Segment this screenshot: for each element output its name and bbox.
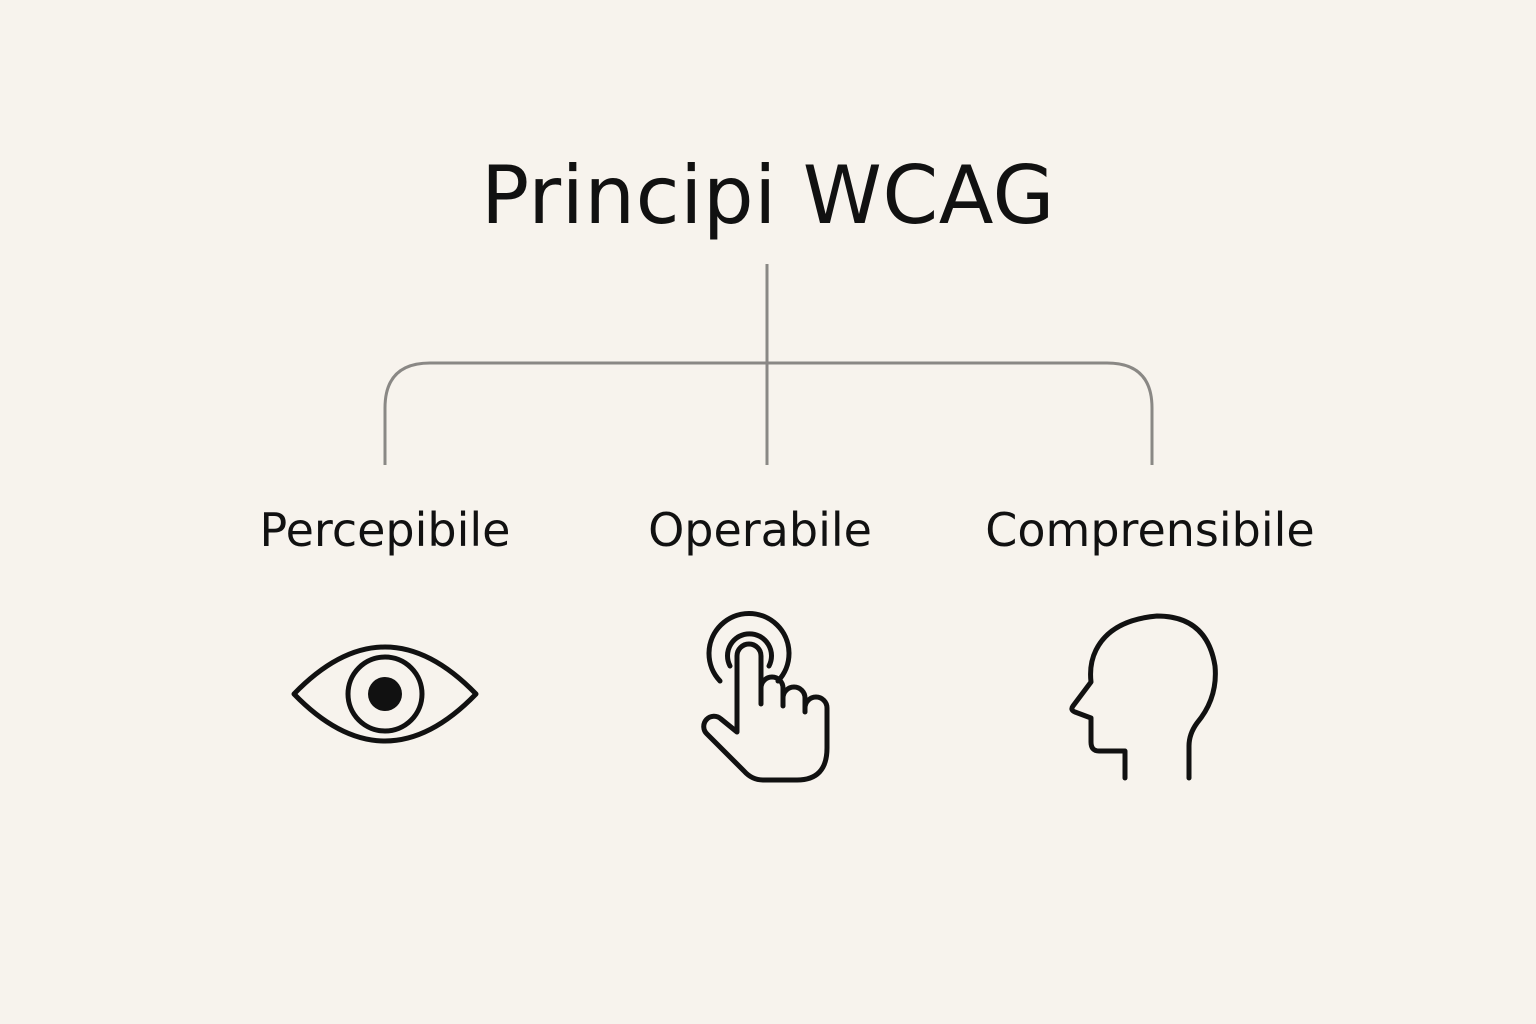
eye-icon	[285, 606, 485, 796]
branch-label-operabile: Operabile	[648, 503, 872, 557]
branch-label-percepibile: Percepibile	[259, 503, 511, 557]
branch-bracket-line	[383, 361, 1154, 465]
diagram-title: Principi WCAG	[480, 149, 1056, 242]
branch-label-comprensibile: Comprensibile	[985, 503, 1315, 557]
tap-hand-icon	[655, 606, 855, 796]
head-profile-icon	[1055, 606, 1255, 796]
